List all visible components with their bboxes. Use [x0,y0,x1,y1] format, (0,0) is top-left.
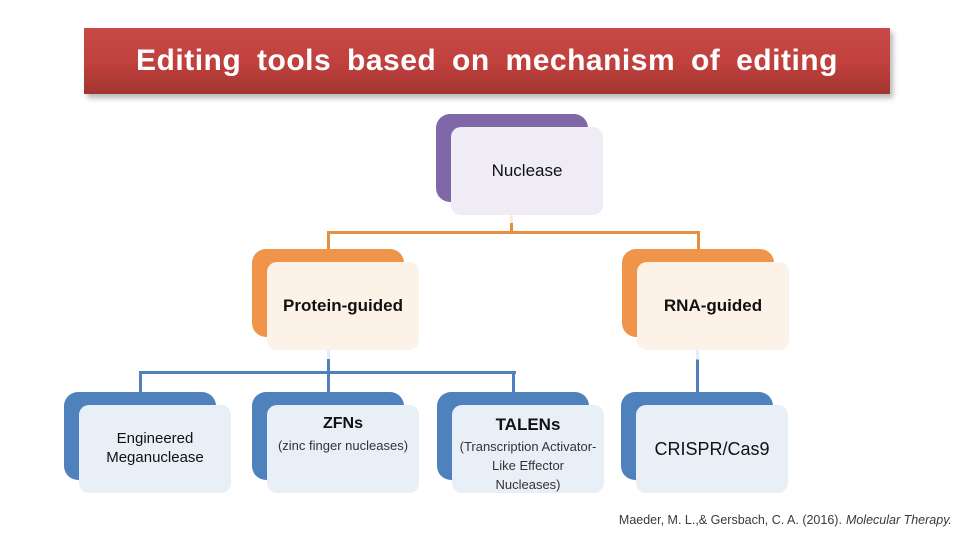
node-protein-guided-body: Protein-guided [267,262,419,350]
node-zfns: ZFNs (zinc finger nucleases) [252,392,419,493]
node-nuclease-body: Nuclease [451,127,603,215]
node-talens-label: TALENs [495,415,561,434]
connector-orange-drop-right [697,231,700,250]
slide-title: Editing tools based on mechanism of edit… [136,44,838,77]
node-nuclease-label: Nuclease [491,161,563,181]
citation-authors: Maeder, M. L.,& Gersbach, C. A. (2016). [618,513,842,527]
connector-orange-horizontal [327,231,700,234]
node-talens-body: TALENs (Transcription Activator-Like Eff… [452,405,604,493]
node-engineered-meganuclease: Engineered Meganuclease [64,392,231,493]
connector-rna-stub [696,350,699,393]
node-rna-guided-label: RNA-guided [663,296,763,316]
node-protein-guided-label: Protein-guided [283,296,403,316]
node-crispr-cas9-body: CRISPR/Cas9 [636,405,788,493]
connector-orange-drop-left [327,231,330,250]
node-nuclease: Nuclease [436,114,603,215]
node-crispr-cas9: CRISPR/Cas9 [621,392,788,493]
title-banner: Editing tools based on mechanism of edit… [84,28,890,94]
node-engineered-meganuclease-body: Engineered Meganuclease [79,405,231,493]
node-rna-guided-body: RNA-guided [637,262,789,350]
citation: Maeder, M. L.,& Gersbach, C. A. (2016).M… [619,513,952,527]
connector-protein-stub [327,350,330,373]
node-zfns-label: ZFNs [323,415,363,432]
node-talens: TALENs (Transcription Activator-Like Eff… [437,392,604,493]
node-engineered-meganuclease-label: Engineered Meganuclease [106,430,204,466]
connector-blue-drop-2 [327,371,330,393]
node-zfns-sublabel: (zinc finger nucleases) [277,438,409,453]
node-rna-guided: RNA-guided [622,249,789,350]
citation-journal: Molecular Therapy. [845,513,952,527]
node-talens-sublabel: (Transcription Activator-Like Effector N… [459,439,597,492]
connector-nuclease-stub [510,215,513,233]
node-crispr-cas9-label: CRISPR/Cas9 [654,438,770,459]
node-zfns-body: ZFNs (zinc finger nucleases) [267,405,419,493]
node-protein-guided: Protein-guided [252,249,419,350]
connector-blue-drop-1 [139,371,142,393]
connector-blue-drop-3 [512,371,515,393]
